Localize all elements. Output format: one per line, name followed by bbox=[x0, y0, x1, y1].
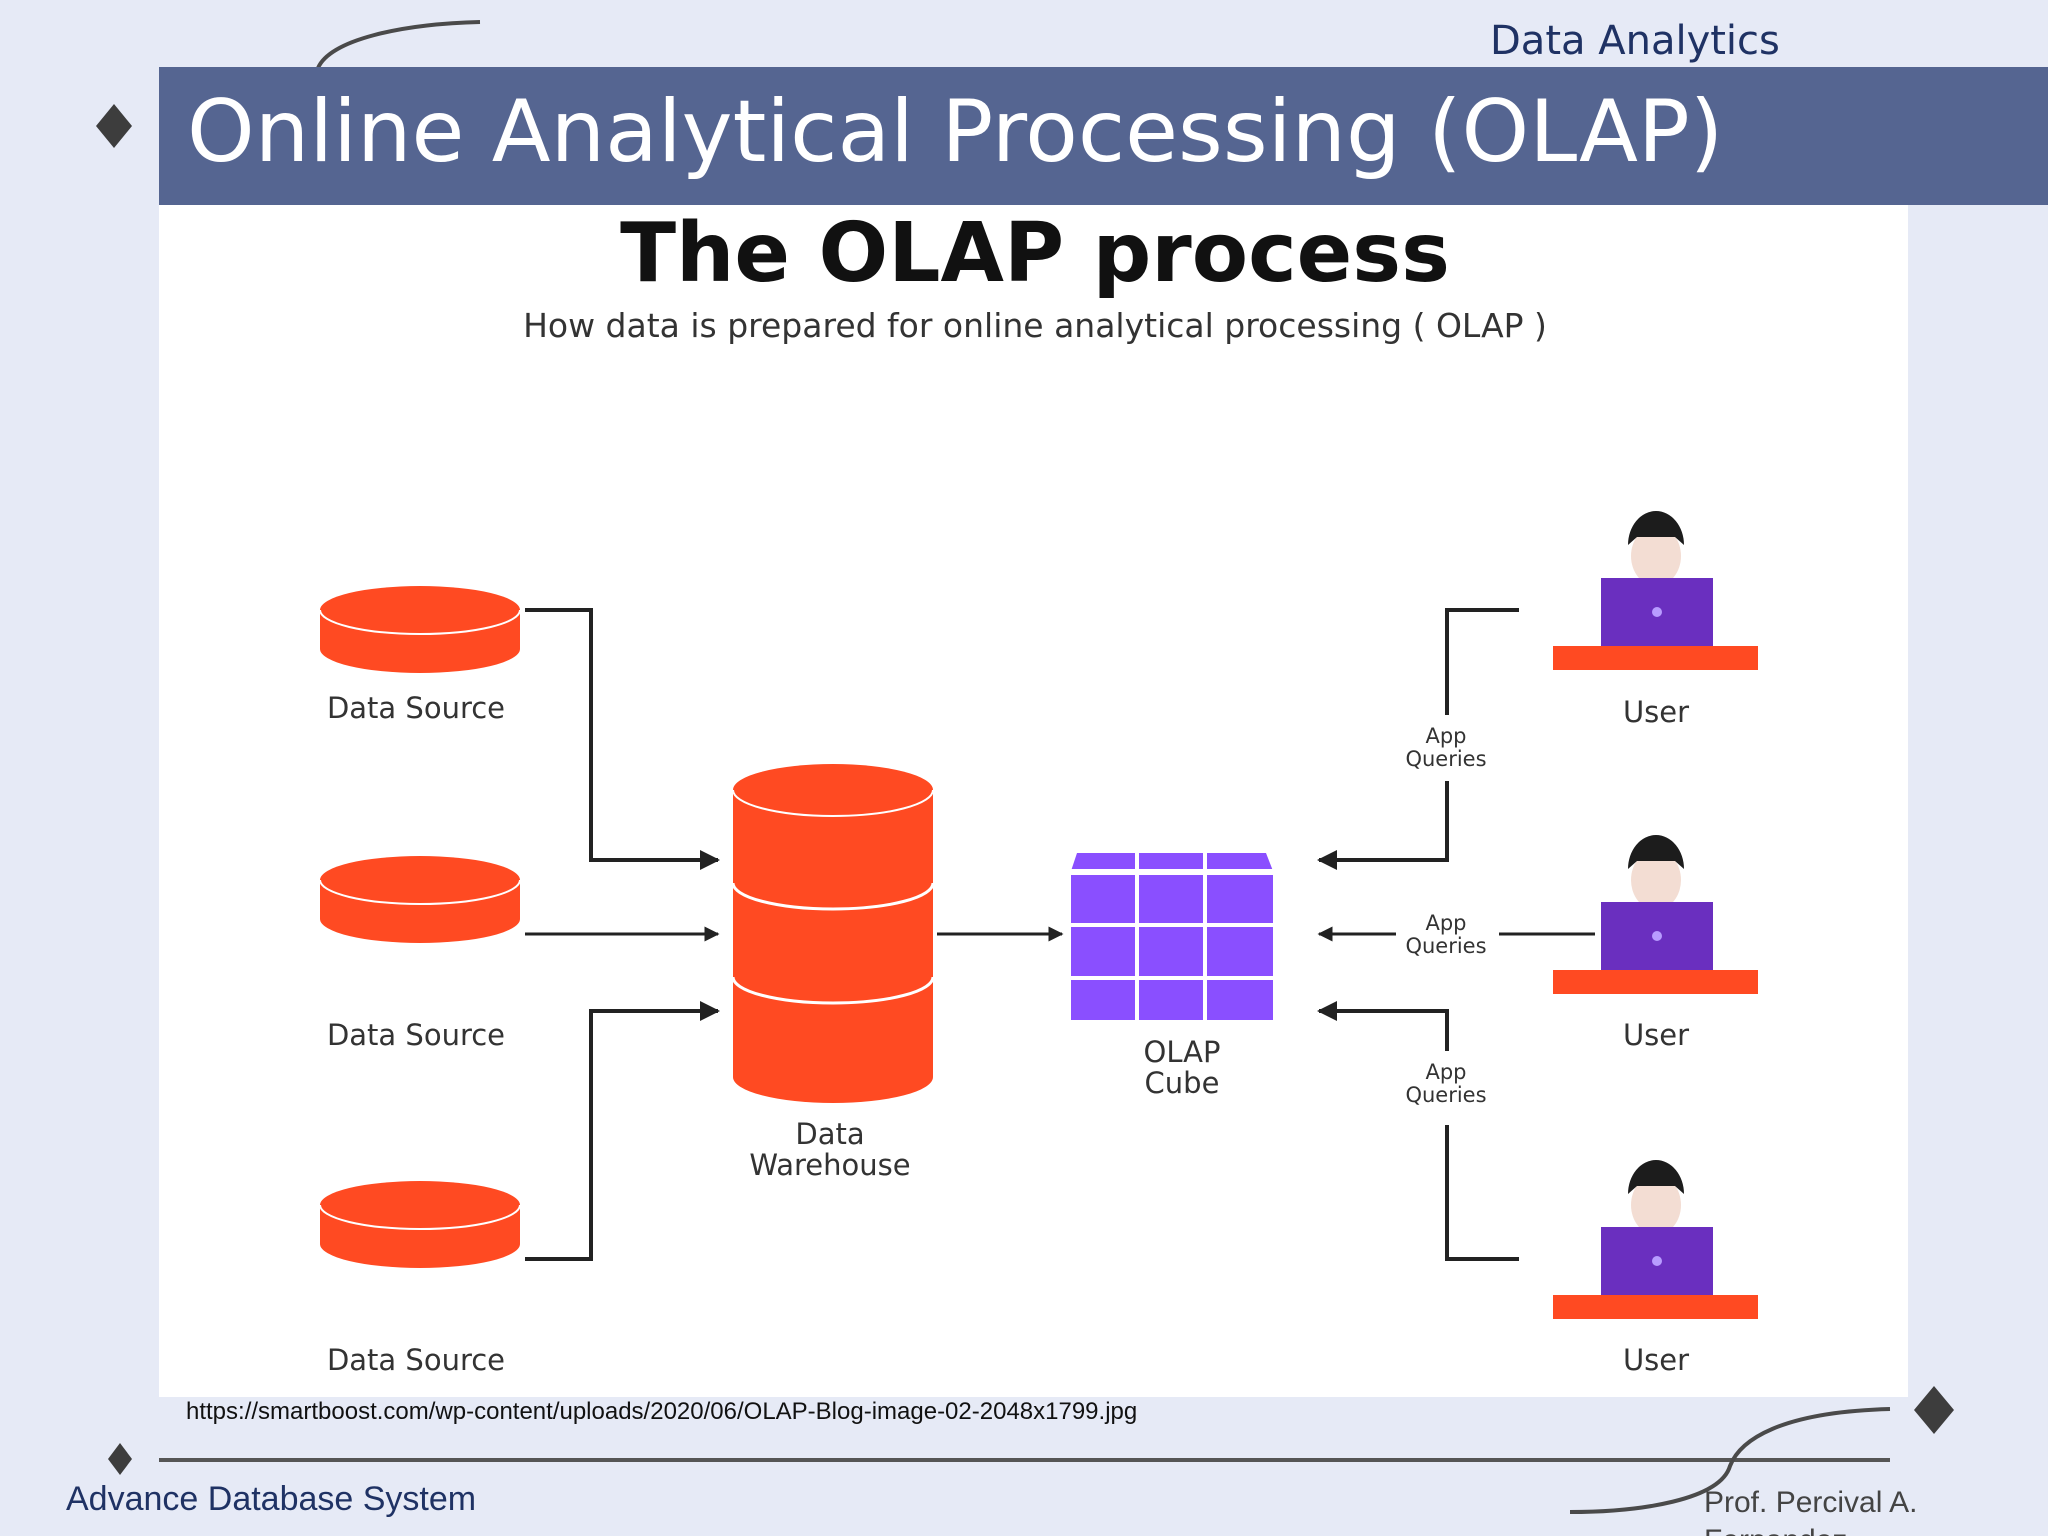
user-label: User bbox=[1623, 695, 1689, 729]
query-2-label-line2: Queries bbox=[1405, 934, 1486, 958]
user-2: User bbox=[1553, 835, 1758, 1052]
olap-process-image: The OLAP process How data is prepared fo… bbox=[159, 205, 1908, 1397]
query-2-label-line1: App bbox=[1425, 911, 1466, 935]
database-icon bbox=[319, 1181, 521, 1268]
olap-process-diagram: The OLAP process How data is prepared fo… bbox=[319, 206, 1758, 1377]
cube-label-line1: OLAP bbox=[1144, 1035, 1221, 1069]
image-source-url: https://smartboost.com/wp-content/upload… bbox=[186, 1398, 1138, 1425]
title-bar: Online Analytical Processing (OLAP) bbox=[159, 67, 2048, 205]
query-1-arrow bbox=[1317, 781, 1449, 870]
user-1: User bbox=[1553, 511, 1758, 729]
cube-icon bbox=[1071, 853, 1273, 1020]
user-label: User bbox=[1623, 1343, 1689, 1377]
course-topic-label: Data Analytics bbox=[1490, 18, 1780, 64]
query-1-label-line2: Queries bbox=[1405, 747, 1486, 771]
course-name-footer: Advance Database System bbox=[66, 1480, 477, 1518]
user-at-laptop-icon bbox=[1553, 511, 1758, 670]
data-source-label: Data Source bbox=[327, 1018, 505, 1052]
database-stack-icon bbox=[731, 764, 935, 1103]
data-source-label: Data Source bbox=[327, 1343, 505, 1377]
data-source-2: Data Source bbox=[319, 856, 521, 1052]
top-left-swoosh bbox=[316, 20, 481, 69]
top-left-diamond-ornament bbox=[96, 104, 132, 148]
database-icon bbox=[319, 586, 521, 673]
query-3-label-line2: Queries bbox=[1405, 1083, 1486, 1107]
warehouse-label-line1: Data bbox=[795, 1117, 864, 1151]
database-icon bbox=[319, 856, 521, 943]
cube-label-line2: Cube bbox=[1145, 1066, 1220, 1100]
bottom-left-diamond-ornament bbox=[108, 1443, 132, 1475]
query-3-arrow bbox=[1317, 1001, 1449, 1051]
data-source-1: Data Source bbox=[319, 586, 521, 725]
diagram-subtitle: How data is prepared for online analytic… bbox=[523, 306, 1547, 345]
warehouse-label-line2: Warehouse bbox=[749, 1148, 910, 1182]
query-3-connector-bottom bbox=[1445, 1125, 1519, 1261]
user-at-laptop-icon bbox=[1553, 835, 1758, 994]
bottom-right-swoosh bbox=[1569, 1407, 1891, 1514]
query-1-label-line1: App bbox=[1425, 724, 1466, 748]
query-3-label-line1: App bbox=[1425, 1060, 1466, 1084]
olap-cube: OLAP Cube bbox=[1071, 853, 1273, 1100]
diagram-title: The OLAP process bbox=[620, 206, 1450, 301]
source-3-to-warehouse-arrow bbox=[525, 1001, 720, 1261]
bottom-right-diamond-ornament bbox=[1914, 1386, 1954, 1434]
data-source-label: Data Source bbox=[327, 691, 505, 725]
user-at-laptop-icon bbox=[1553, 1160, 1758, 1319]
query-1-connector-top bbox=[1445, 608, 1519, 715]
instructor-name-footer: Prof. Percival A. Fernandez bbox=[1704, 1486, 1918, 1536]
source-1-to-warehouse-arrow bbox=[525, 608, 720, 870]
data-source-3: Data Source bbox=[319, 1181, 521, 1377]
slide-title: Online Analytical Processing (OLAP) bbox=[187, 82, 1724, 182]
user-3: User bbox=[1553, 1160, 1758, 1377]
user-label: User bbox=[1623, 1018, 1689, 1052]
data-warehouse: Data Warehouse bbox=[731, 764, 935, 1182]
